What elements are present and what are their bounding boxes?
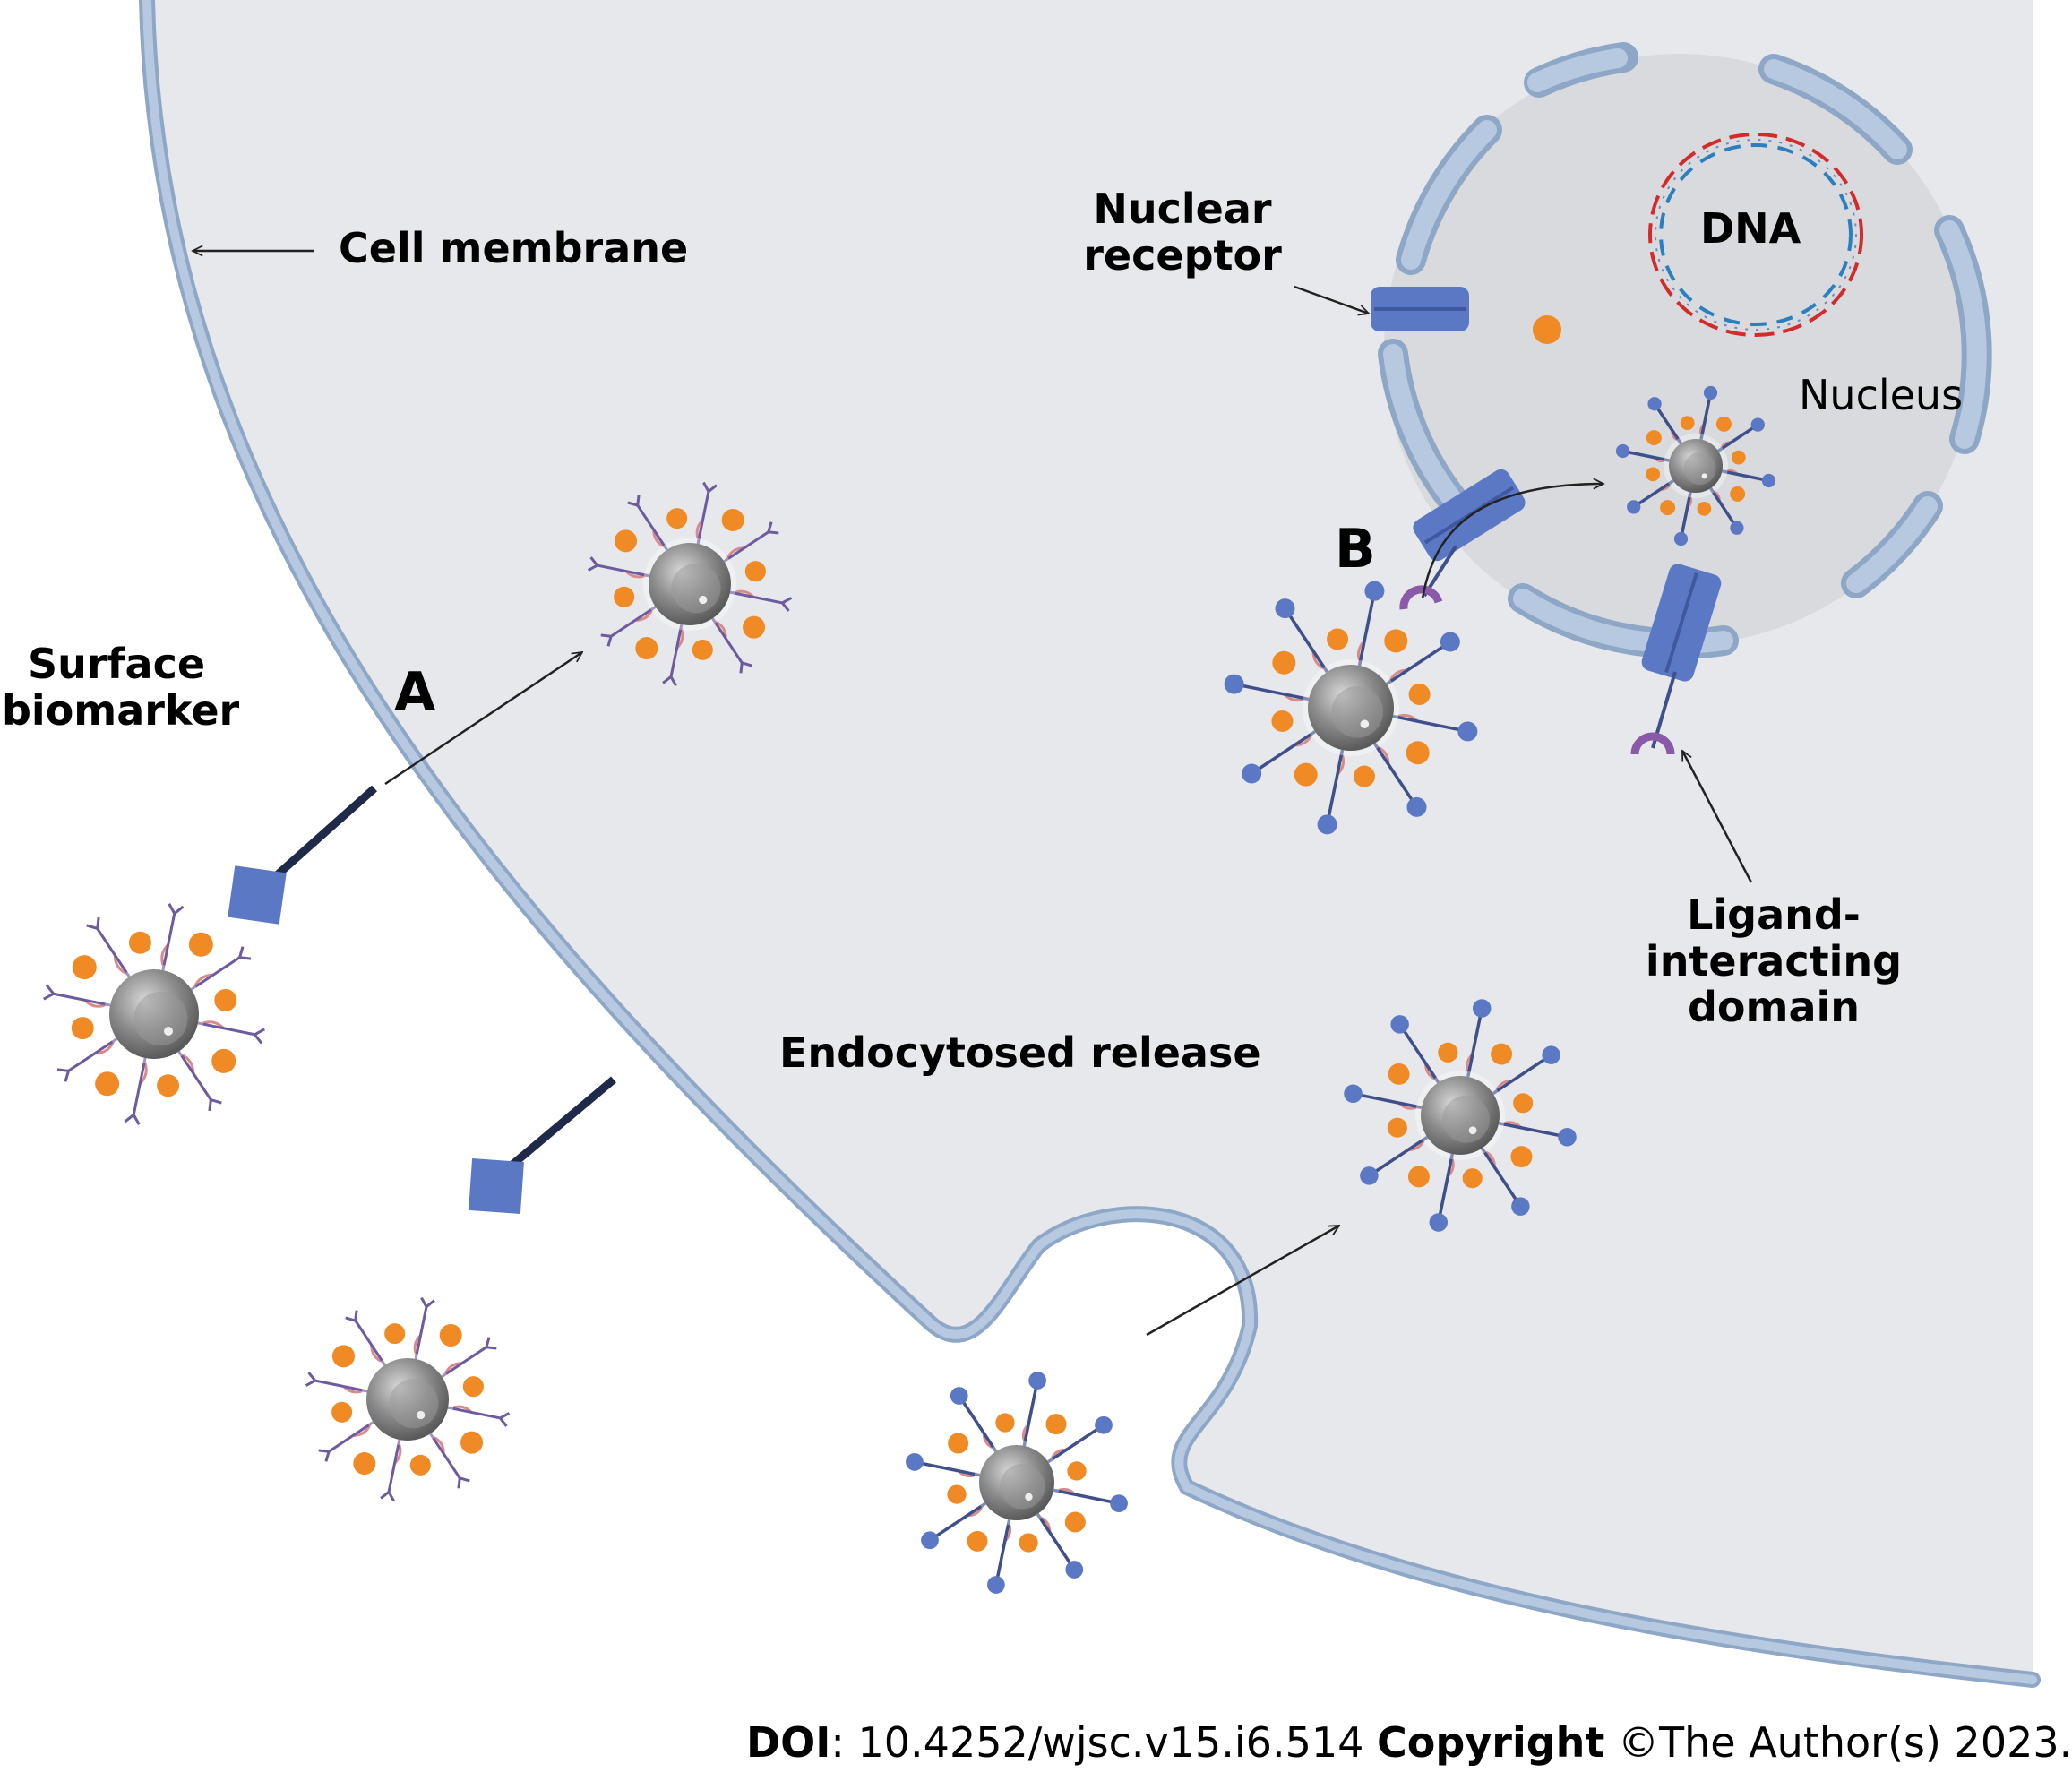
dna-helix [1648, 133, 1863, 337]
released-payload [1533, 315, 1561, 344]
ligand-domain-bottom [1630, 732, 1675, 755]
surface-biomarker-lower [469, 1076, 616, 1214]
arrow-b [1421, 484, 1603, 599]
copyright-label: Copyright [1377, 1718, 1605, 1767]
ligand-domain-left [1399, 585, 1443, 610]
label-b: B [1335, 518, 1376, 581]
nanoparticle-ball-endocytosed-inside [1344, 999, 1577, 1232]
label-cell-membrane: Cell membrane [339, 224, 689, 272]
label-endocytosed-release: Endocytosed release [779, 1028, 1261, 1077]
label-ligand-domain: Ligand-interacting domain [1645, 890, 1903, 1032]
nanoparticle-ball-in-nucleus [1615, 385, 1776, 546]
arrow-ligand-domain [1681, 751, 1753, 883]
label-nuclear-receptor: Nuclear receptor [1083, 185, 1282, 280]
nanoparticle-antibody-internalized [587, 481, 793, 687]
label-dna: DNA [1700, 204, 1801, 253]
nanoparticle-ball-endocytosed-outside [906, 1372, 1128, 1594]
label-surface-biomarker: Surface biomarker [2, 640, 240, 735]
nanoparticle-antibody-outside-2 [305, 1296, 511, 1502]
label-a: A [394, 661, 436, 724]
citation-footer: DOI: 10.4252/wjsc.v15.i6.514 Copyright ©… [746, 1718, 2072, 1767]
arrow-nuclear-receptor [1294, 285, 1369, 314]
nuclear-receptor-left [1371, 287, 1469, 331]
arrow-a [384, 652, 582, 786]
copyright-value: ©The Author(s) 2023. [1604, 1718, 2072, 1767]
surface-biomarker-upper [228, 785, 377, 925]
doi-value: : 10.4252/wjsc.v15.i6.514 [830, 1718, 1377, 1767]
nanoparticle-antibody-outside-1 [43, 903, 265, 1125]
doi-label: DOI [746, 1718, 831, 1767]
label-nucleus: Nucleus [1799, 371, 1964, 419]
nanoparticle-ball-bound [1224, 581, 1478, 835]
nucleus [1384, 54, 1975, 645]
arrow-endocytosed [1146, 1224, 1339, 1337]
nuclear-envelope [1378, 42, 1992, 659]
nuclear-receptor-bottom [1641, 564, 1722, 682]
